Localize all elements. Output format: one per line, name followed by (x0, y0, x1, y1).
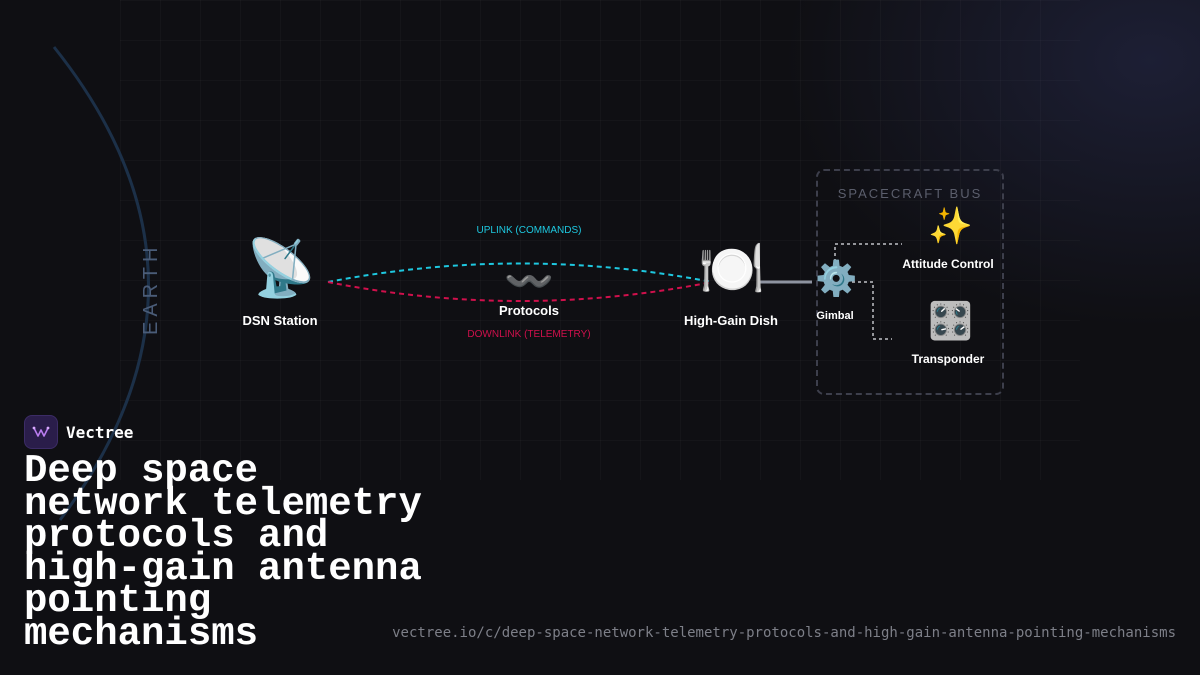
earth-arc (52, 46, 150, 521)
brand: Vectree (24, 415, 133, 449)
satellite-antenna-icon: 📡 (246, 236, 316, 299)
downlink-label: DOWNLINK (TELEMETRY) (467, 329, 591, 340)
dsn-station-label: DSN Station (242, 313, 318, 328)
page-title: Deep space network telemetry protocols a… (24, 449, 422, 656)
gimbal-label: Gimbal (816, 310, 854, 322)
page-url: vectree.io/c/deep-space-network-telemetr… (392, 625, 1176, 641)
earth-label: EARTH (140, 242, 162, 335)
brand-name: Vectree (66, 422, 134, 442)
plate-with-cutlery-icon: 🍽️ (698, 239, 766, 299)
gimbal-transponder-link (852, 281, 892, 340)
uplink-label: UPLINK (COMMANDS) (476, 225, 582, 236)
gimbal-attitude-link (834, 243, 902, 262)
spacecraft-bus-label: SPACECRAFT BUS (837, 186, 983, 201)
uplink-path (327, 262, 713, 283)
attitude-control-label: Attitude Control (902, 257, 994, 271)
vectree-logo-icon (24, 415, 58, 449)
gear-icon: ⚙️ (815, 260, 858, 298)
sparkles-icon: ✨ (928, 205, 973, 246)
spacecraft-bus-group (816, 169, 1004, 395)
protocols-label: Protocols (499, 303, 559, 318)
control-knobs-icon: 🎛️ (928, 300, 973, 341)
downlink-path (327, 281, 713, 302)
high-gain-dish-label: High-Gain Dish (684, 313, 778, 328)
wavy-dash-icon: 〰️ (504, 260, 554, 304)
transponder-label: Transponder (911, 352, 985, 366)
